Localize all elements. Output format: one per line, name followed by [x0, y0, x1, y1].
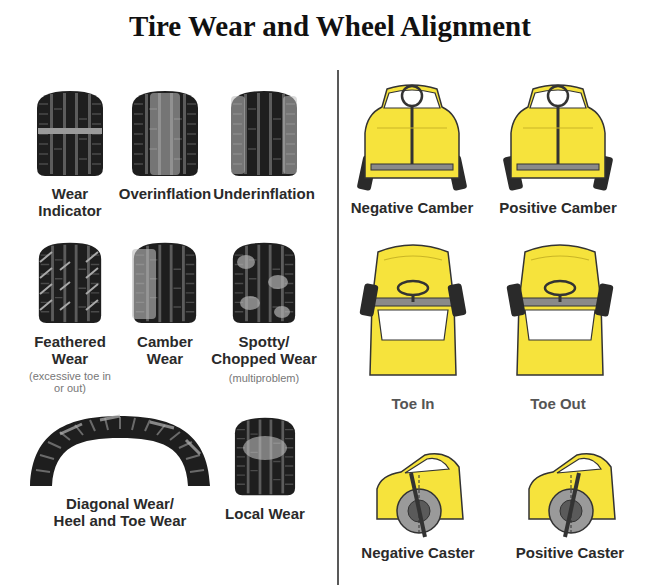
figure-label: Spotty/ Chopped Wear [211, 334, 317, 368]
sub-note: (multiproblem) [214, 372, 314, 384]
figure-label: Underinflation [206, 186, 322, 203]
page-title: Tire Wear and Wheel Alignment [20, 10, 640, 42]
figure-label: Feathered Wear [28, 334, 112, 368]
sub-note: (excessive toe in or out) [24, 370, 116, 395]
figure-label: Wear Indicator [28, 186, 112, 220]
figure-label: Toe Out [483, 396, 633, 413]
figure-label: Diagonal Wear/ Heel and Toe Wear [52, 496, 188, 530]
figure-label: Overinflation [107, 186, 223, 203]
figure-label: Negative Caster [343, 545, 493, 562]
figure-label: Camber Wear [128, 334, 202, 368]
figure-label: Negative Camber [337, 200, 487, 217]
figure-label: Positive Caster [495, 545, 645, 562]
figure-label: Local Wear [210, 506, 320, 523]
figure-label: Toe In [338, 396, 488, 413]
figure-label: Positive Camber [483, 200, 633, 217]
